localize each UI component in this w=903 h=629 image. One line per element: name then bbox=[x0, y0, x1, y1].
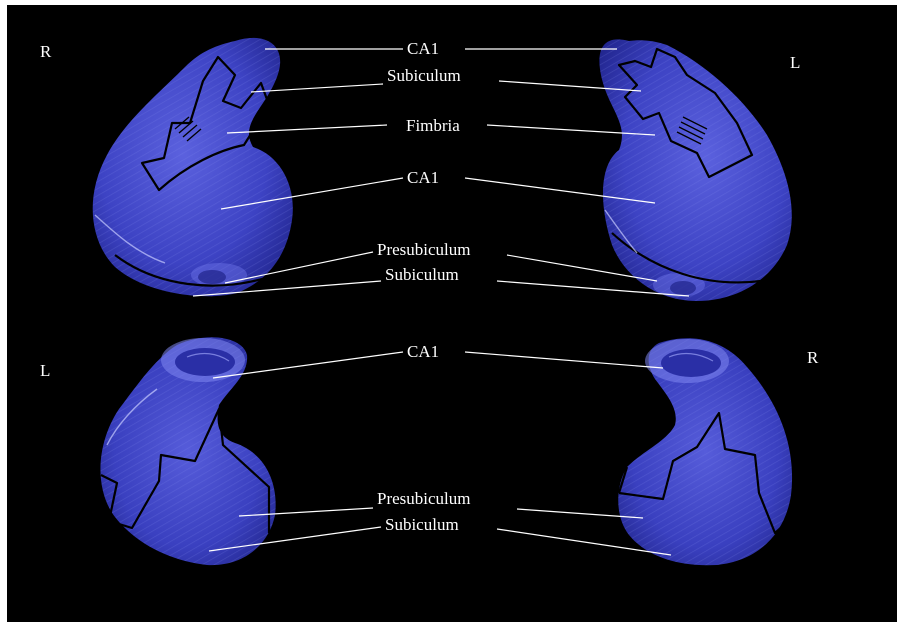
label-subiculum-upper: Subiculum bbox=[387, 66, 461, 86]
label-ca1-lower: CA1 bbox=[407, 168, 439, 188]
hippocampus-figure: R L L R CA1 Subiculum Fimbria CA1 Presub… bbox=[7, 5, 897, 622]
top-right-hippocampus bbox=[599, 39, 791, 301]
bottom-right-hippocampus bbox=[618, 338, 793, 565]
label-subiculum-lower: Subiculum bbox=[385, 265, 459, 285]
label-ca1-upper: CA1 bbox=[407, 39, 439, 59]
bottom-right-side-marker: R bbox=[807, 348, 818, 368]
label-fimbria: Fimbria bbox=[406, 116, 460, 136]
top-left-side-marker: R bbox=[40, 42, 51, 62]
label-presubiculum-upper: Presubiculum bbox=[377, 240, 471, 260]
bottom-left-hippocampus bbox=[100, 337, 275, 565]
label-subiculum-bottom: Subiculum bbox=[385, 515, 459, 535]
top-left-hippocampus bbox=[93, 38, 293, 296]
bottom-left-side-marker: L bbox=[40, 361, 50, 381]
label-ca1-bottom: CA1 bbox=[407, 342, 439, 362]
pointer-ca1-bottom-right bbox=[465, 352, 663, 368]
label-presubiculum-bottom: Presubiculum bbox=[377, 489, 471, 509]
pointer-fimbria-left bbox=[227, 125, 387, 133]
top-right-side-marker: L bbox=[790, 53, 800, 73]
